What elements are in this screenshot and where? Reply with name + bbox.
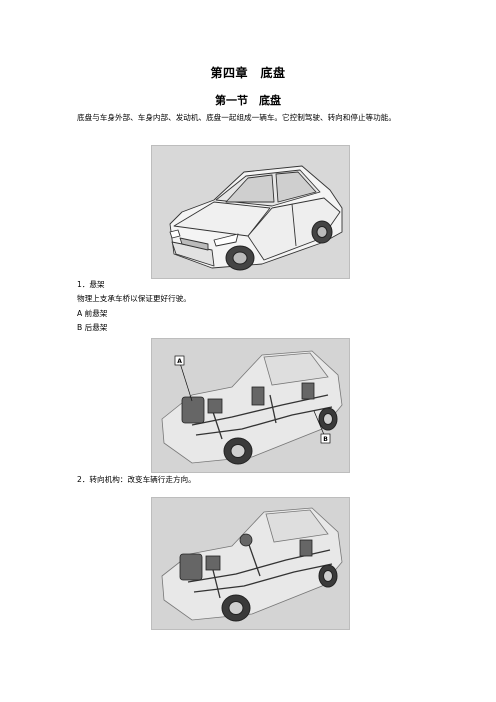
callout-a-label: A: [177, 358, 182, 365]
rear-suspension-label: B 后悬架: [77, 323, 108, 332]
front-suspension-label: A 前悬架: [77, 309, 108, 318]
suspension-description: 物理上支承车桥以保证更好行驶。: [77, 294, 191, 303]
steering-heading: 2．转向机构：改变车辆行走方向。: [77, 475, 196, 484]
suspension-heading: 1．悬架: [77, 280, 105, 289]
suspension-cutaway-illustration: A B: [151, 338, 350, 473]
chapter-title: 第四章 底盘: [210, 66, 286, 80]
car-exterior-illustration: [151, 145, 350, 279]
intro-paragraph: 底盘与车身外部、车身内部、发动机、底盘一起组成一辆车。它控制驾驶、转向和停止等功…: [77, 113, 396, 122]
steering-cutaway-illustration: [151, 497, 350, 630]
callout-b-label: B: [323, 436, 328, 443]
section-title: 第一节 底盘: [215, 94, 281, 107]
